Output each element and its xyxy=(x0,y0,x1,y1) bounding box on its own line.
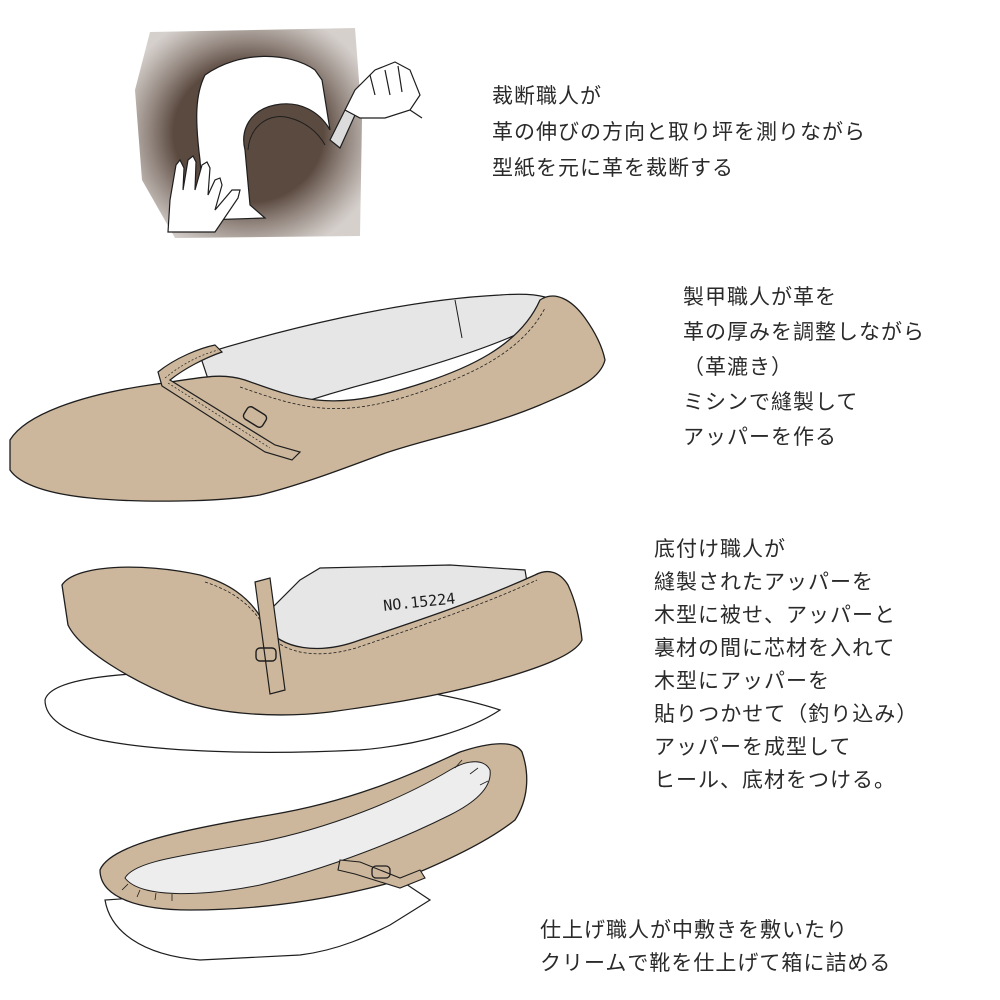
step-finishing-caption: 仕上げ職人が中敷きを敷いたり クリームで靴を仕上げて箱に詰める xyxy=(540,920,891,986)
caption-line: ヒール、底材をつける。 xyxy=(654,768,896,792)
finished-shoe-illustration xyxy=(99,743,528,961)
finished-insole xyxy=(124,761,491,895)
caption-line: 底付け職人が xyxy=(654,537,786,561)
cutting-illustration xyxy=(135,28,423,238)
paper-inner-cut xyxy=(247,116,326,151)
lasting-strap xyxy=(254,577,286,695)
caption-line: 革の厚みを調整しながら xyxy=(683,320,925,344)
caption-line: ミシンで縫製して xyxy=(683,390,859,414)
upper-strap xyxy=(157,344,302,461)
finished-buckle xyxy=(371,865,391,879)
caption-line: 型紙を元に革を裁断する xyxy=(492,156,734,180)
upper-leather xyxy=(9,295,606,502)
caption-line: 木型に被せ、アッパーと xyxy=(654,603,896,627)
step-lasting-caption: 底付け職人が 縫製されたアッパーを 木型に被せ、アッパーと 裏材の間に芯材を入れ… xyxy=(654,539,918,803)
caption-line: 貼りつかせて（釣り込み） xyxy=(654,702,919,726)
caption-line: 革の伸びの方向と取り坪を測りながら xyxy=(492,120,866,144)
caption-line: クリームで靴を仕上げて箱に詰める xyxy=(540,951,892,975)
lasting-buckle xyxy=(255,647,277,662)
caption-line: 裁断職人が xyxy=(492,84,602,108)
step-cutting-caption: 裁断職人が 革の伸びの方向と取り坪を測りながら 型紙を元に革を裁断する xyxy=(492,86,866,194)
step-upper-caption: 製甲職人が革を 革の厚みを調整しながら （革漉き） ミシンで縫製して アッパーを… xyxy=(683,287,925,462)
caption-line: アッパーを成型して xyxy=(654,735,852,759)
knife-hand xyxy=(329,61,423,149)
caption-line: （革漉き） xyxy=(683,355,793,379)
upper-illustration xyxy=(9,293,606,502)
caption-line: 製甲職人が革を xyxy=(683,285,837,309)
upper-buckle xyxy=(242,406,268,428)
lasted-upper xyxy=(61,566,583,716)
caption-line: 裏材の間に芯材を入れて xyxy=(654,636,896,660)
lasting-illustration: NO.15224 xyxy=(44,564,583,753)
caption-line: 仕上げ職人が中敷きを敷いたり xyxy=(540,918,848,942)
left-hand xyxy=(167,155,241,233)
caption-line: 縫製されたアッパーを xyxy=(654,570,874,594)
caption-line: アッパーを作る xyxy=(683,425,837,449)
caption-line: 木型にアッパーを xyxy=(654,669,830,693)
paper-pattern xyxy=(196,55,331,221)
